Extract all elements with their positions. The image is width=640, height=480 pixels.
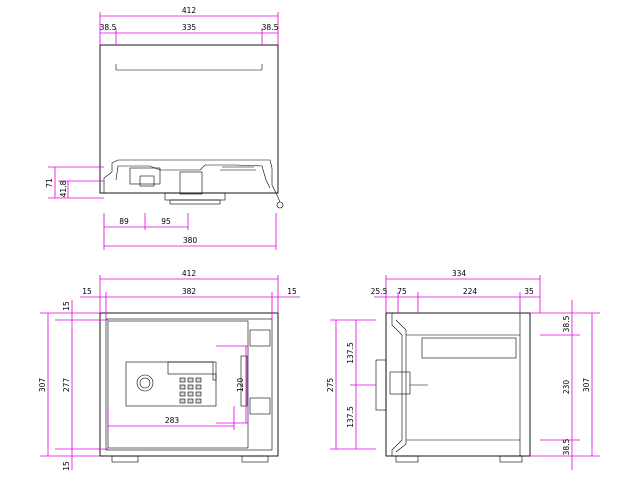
top-dim-bottom-b: 95 <box>161 217 171 226</box>
hinge-top <box>249 329 271 347</box>
side-dim-right-inner: 230 <box>562 380 571 395</box>
side-control-panel <box>375 359 387 411</box>
front-door-frame <box>105 318 273 451</box>
side-foot-right <box>499 455 523 463</box>
side-dim-seg-a: 25.5 <box>371 287 388 296</box>
front-dim-inner-width: 382 <box>182 287 197 296</box>
side-dim-overall-depth: 334 <box>452 269 467 278</box>
dial-knob-icon <box>136 374 154 392</box>
side-dim-height-total: 275 <box>326 378 335 393</box>
top-dim-center: 335 <box>182 23 197 32</box>
top-dim-overall: 412 <box>182 6 197 15</box>
hinge-bottom <box>249 397 271 415</box>
side-dim-right-total: 307 <box>582 378 591 393</box>
side-view-body <box>385 312 531 457</box>
side-dim-right-bottom: 38.5 <box>562 438 571 455</box>
foot-right <box>241 455 269 463</box>
front-dim-inner-height: 277 <box>62 378 71 393</box>
top-view-body <box>99 44 279 194</box>
front-dim-panel-height: 120 <box>236 378 245 393</box>
side-lock-bolt <box>389 371 411 395</box>
top-view-mechanism <box>103 159 284 209</box>
front-door <box>107 320 249 449</box>
side-dim-seg-b: 75 <box>397 287 407 296</box>
front-view: 412 15 382 15 307 15 277 15 120 283 <box>38 269 300 471</box>
side-dim-right-top: 38.5 <box>562 315 571 332</box>
front-view-body <box>99 312 279 457</box>
door-handle <box>240 355 248 407</box>
top-dim-bottom-a: 89 <box>119 217 129 226</box>
top-dim-right-margin: 38.5 <box>262 23 279 32</box>
front-dim-total-height: 307 <box>38 378 47 393</box>
top-dim-left-margin: 38.5 <box>100 23 117 32</box>
side-dim-seg-d: 35 <box>524 287 534 296</box>
side-interior-shelf <box>421 337 517 359</box>
keypad-grid <box>179 377 202 404</box>
top-dim-height-outer: 71 <box>45 178 54 188</box>
side-foot-left <box>395 455 419 463</box>
control-panel <box>125 361 217 407</box>
side-dim-half-top: 137.5 <box>346 342 355 364</box>
side-dim-half-bottom: 137.5 <box>346 406 355 428</box>
front-dim-overall-width: 412 <box>182 269 197 278</box>
side-door-profile <box>391 313 403 456</box>
front-dim-bottom-margin: 15 <box>62 461 71 471</box>
front-dim-side-left: 15 <box>82 287 92 296</box>
top-dim-height-inner: 41.8 <box>59 180 68 197</box>
side-view: 334 25.5 75 224 35 275 137.5 137.5 38.5 … <box>326 269 600 470</box>
keypad-display <box>167 361 214 375</box>
top-view: 412 38.5 335 38.5 71 41.8 89 95 380 <box>45 6 284 250</box>
top-dim-bottom-total: 380 <box>183 236 198 245</box>
foot-left <box>111 455 139 463</box>
front-dim-top-margin: 15 <box>62 301 71 311</box>
front-dim-panel-width: 283 <box>165 416 180 425</box>
side-dim-seg-c: 224 <box>463 287 478 296</box>
front-dim-side-right: 15 <box>287 287 297 296</box>
